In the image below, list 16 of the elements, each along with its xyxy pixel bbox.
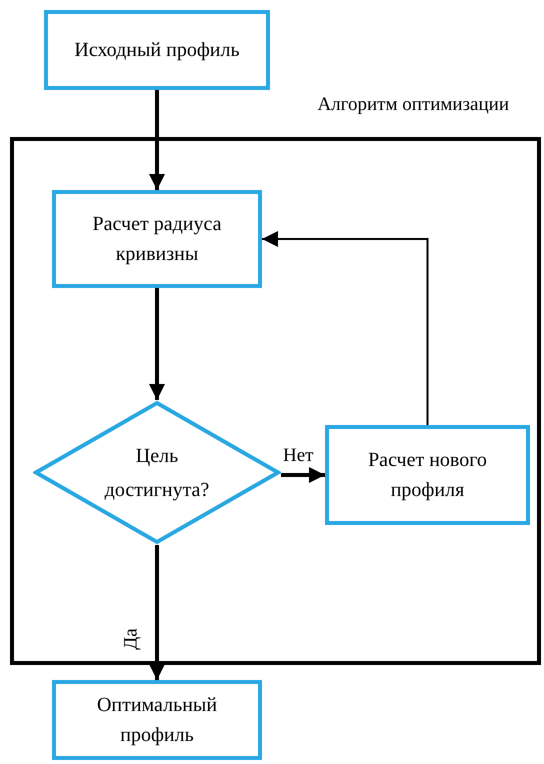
process-box <box>44 10 270 90</box>
decision-text: Цель достигнута? <box>104 444 210 502</box>
frame-title: Алгоритм оптимизации <box>317 93 509 117</box>
arrow <box>149 545 165 680</box>
arrow <box>281 467 325 483</box>
process-box <box>52 680 262 760</box>
arrow <box>149 288 165 400</box>
process-box <box>325 425 530 525</box>
arrow <box>262 231 428 425</box>
box-text: Расчет нового профиля <box>367 448 488 503</box>
process-box <box>52 190 262 288</box>
decision-diamond <box>33 400 281 545</box>
arrow <box>149 90 165 190</box>
box-text: Оптимальный профиль <box>96 693 218 748</box>
box-text: Расчет радиуса кривизны <box>92 212 222 267</box>
box-text: Исходный профиль <box>74 38 240 63</box>
